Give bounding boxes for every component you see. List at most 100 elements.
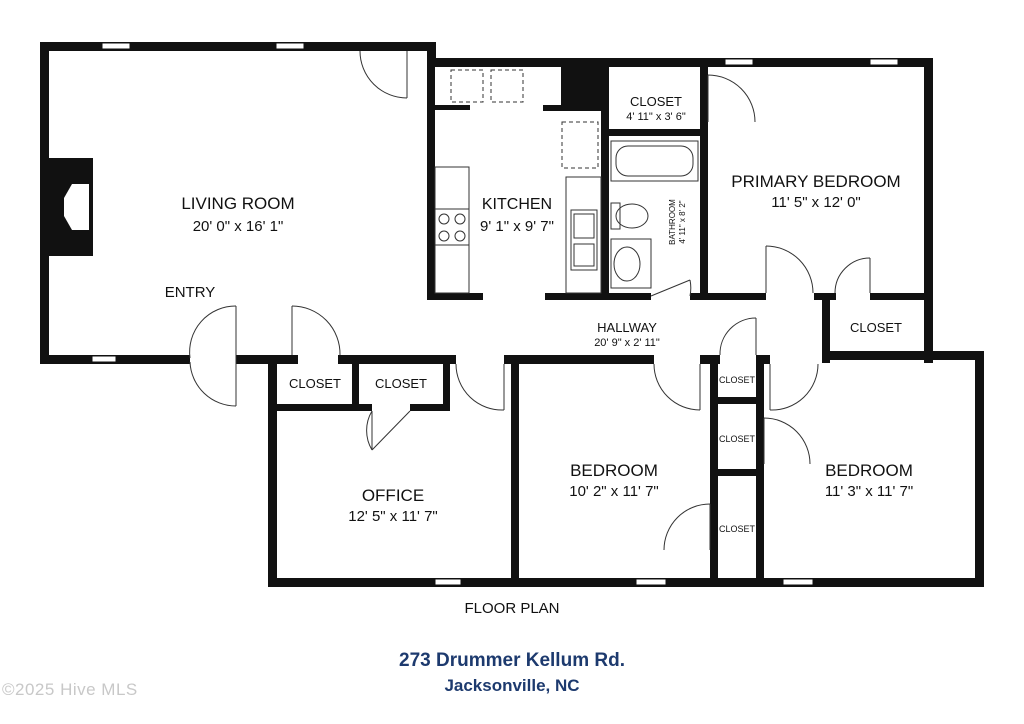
wall-kitchen-fridge-base <box>543 105 607 111</box>
window <box>635 578 667 586</box>
vanity <box>610 238 652 289</box>
burner <box>454 230 466 242</box>
counter <box>565 176 602 294</box>
sink <box>570 209 598 271</box>
room-label-closet-s3: CLOSET <box>719 524 756 534</box>
floor-plan-caption: FLOOR PLAN <box>464 600 559 617</box>
room-dims-bedroom2: 10' 2" x 11' 7" <box>569 483 659 500</box>
wall-stack-1 <box>710 397 764 404</box>
wall-primary-bottom-3 <box>870 293 933 300</box>
bathtub <box>610 140 699 182</box>
room-label-closet-s1: CLOSET <box>719 375 756 385</box>
wall-living-right-top <box>427 42 436 66</box>
wall-primary-bottom-1 <box>700 293 766 300</box>
room-label-bathroom: BATHROOM <box>668 199 677 245</box>
door-swing <box>366 410 373 451</box>
wall-bath-bottom-r <box>690 293 708 300</box>
upper-cabinet <box>490 69 524 103</box>
wall-kitchen-right <box>601 58 609 300</box>
room-dims-closet-top: 4' 11" x 3' 6" <box>626 111 686 123</box>
upper-cabinet <box>561 121 599 169</box>
doors <box>189 50 871 551</box>
wall-hall-bottom-3 <box>504 355 654 364</box>
wall-office-right <box>511 355 519 587</box>
door-swing <box>834 257 871 294</box>
burner <box>454 213 466 225</box>
wall-hall-closet-left <box>822 293 830 363</box>
window <box>275 42 305 50</box>
room-label-closet-b: CLOSET <box>375 376 427 391</box>
wall-closets-bottom-2 <box>410 404 450 411</box>
sink-basin <box>573 213 595 239</box>
door-swing <box>189 305 237 359</box>
wall-closet-right <box>700 58 708 300</box>
door-swing <box>719 317 757 356</box>
room-label-primary: PRIMARY BEDROOM <box>731 172 900 191</box>
room-dims-living: 20' 0" x 16' 1" <box>193 218 284 235</box>
address-title: 273 Drummer Kellum Rd. <box>399 650 625 671</box>
room-label-bedroom2: BEDROOM <box>570 461 658 480</box>
wall-top-right <box>427 58 933 67</box>
wall-living-top <box>40 42 436 51</box>
walls <box>40 42 984 587</box>
room-label-closet-s2: CLOSET <box>719 434 756 444</box>
fireplace-opening <box>64 184 89 230</box>
fridge-block <box>561 66 601 106</box>
wall-hall-bottom-6 <box>822 351 984 360</box>
wall-entry-bottom <box>236 355 280 364</box>
window <box>782 578 814 586</box>
wall-lower-right <box>975 351 984 587</box>
wall-kitchen-bottom-right <box>545 293 605 300</box>
window <box>434 578 462 586</box>
room-label-hallway: HALLWAY <box>597 320 657 335</box>
room-label-living: LIVING ROOM <box>181 194 294 213</box>
wall-hall-closet-right <box>924 293 933 363</box>
room-dims-hallway: 20' 9" x 2' 11" <box>594 337 660 349</box>
sink-basin <box>573 243 595 267</box>
door-swing <box>765 245 814 294</box>
door-swing <box>689 279 692 297</box>
wall-living-left <box>40 42 49 364</box>
wall-closets-mid <box>352 355 359 411</box>
toilet-bowl <box>615 203 649 229</box>
room-label-closet-a: CLOSET <box>289 376 341 391</box>
wall-closets-bottom-1 <box>268 404 372 411</box>
wall-lower-left <box>268 355 277 587</box>
room-dims-primary: 11' 5" x 12' 0" <box>771 194 861 211</box>
room-label-office: OFFICE <box>362 486 424 505</box>
upper-cabinet <box>450 69 484 103</box>
wall-hall-bottom-2 <box>338 355 456 364</box>
fixtures <box>49 69 699 294</box>
door-swing <box>359 50 408 99</box>
door <box>650 279 691 297</box>
wall-bath-bottom <box>601 293 651 300</box>
door-swing <box>707 74 756 123</box>
door-swing <box>291 305 341 356</box>
burner <box>438 213 450 225</box>
wall-closets-right <box>443 355 450 411</box>
labels: LIVING ROOM 20' 0" x 16' 1" KITCHEN 9' 1… <box>165 94 913 617</box>
vanity-basin <box>613 246 641 282</box>
wall-closet-bottom <box>601 129 708 136</box>
room-label-kitchen: KITCHEN <box>482 196 552 213</box>
wall-kitchen-left <box>427 58 435 300</box>
room-dims-bathroom: 4' 11" x 8' 2" <box>678 200 687 243</box>
door-swing <box>189 361 237 407</box>
toilet-tank <box>610 202 621 230</box>
wall-kitchen-top-shelf <box>430 105 470 110</box>
stove <box>434 208 470 246</box>
room-label-closet-hall: CLOSET <box>850 320 902 335</box>
wall-stack-2 <box>710 469 764 476</box>
door-swing <box>769 363 819 411</box>
window <box>101 42 131 50</box>
room-dims-office: 12' 5" x 11' 7" <box>348 508 438 525</box>
window <box>91 355 117 363</box>
windows <box>91 42 899 586</box>
mls-watermark: ©2025 Hive MLS <box>2 680 138 699</box>
counter <box>434 166 470 294</box>
room-label-bedroom3: BEDROOM <box>825 461 913 480</box>
room-dims-kitchen: 9' 1" x 9' 7" <box>480 218 554 235</box>
address-city: Jacksonville, NC <box>444 676 580 695</box>
door-swing <box>653 363 701 411</box>
